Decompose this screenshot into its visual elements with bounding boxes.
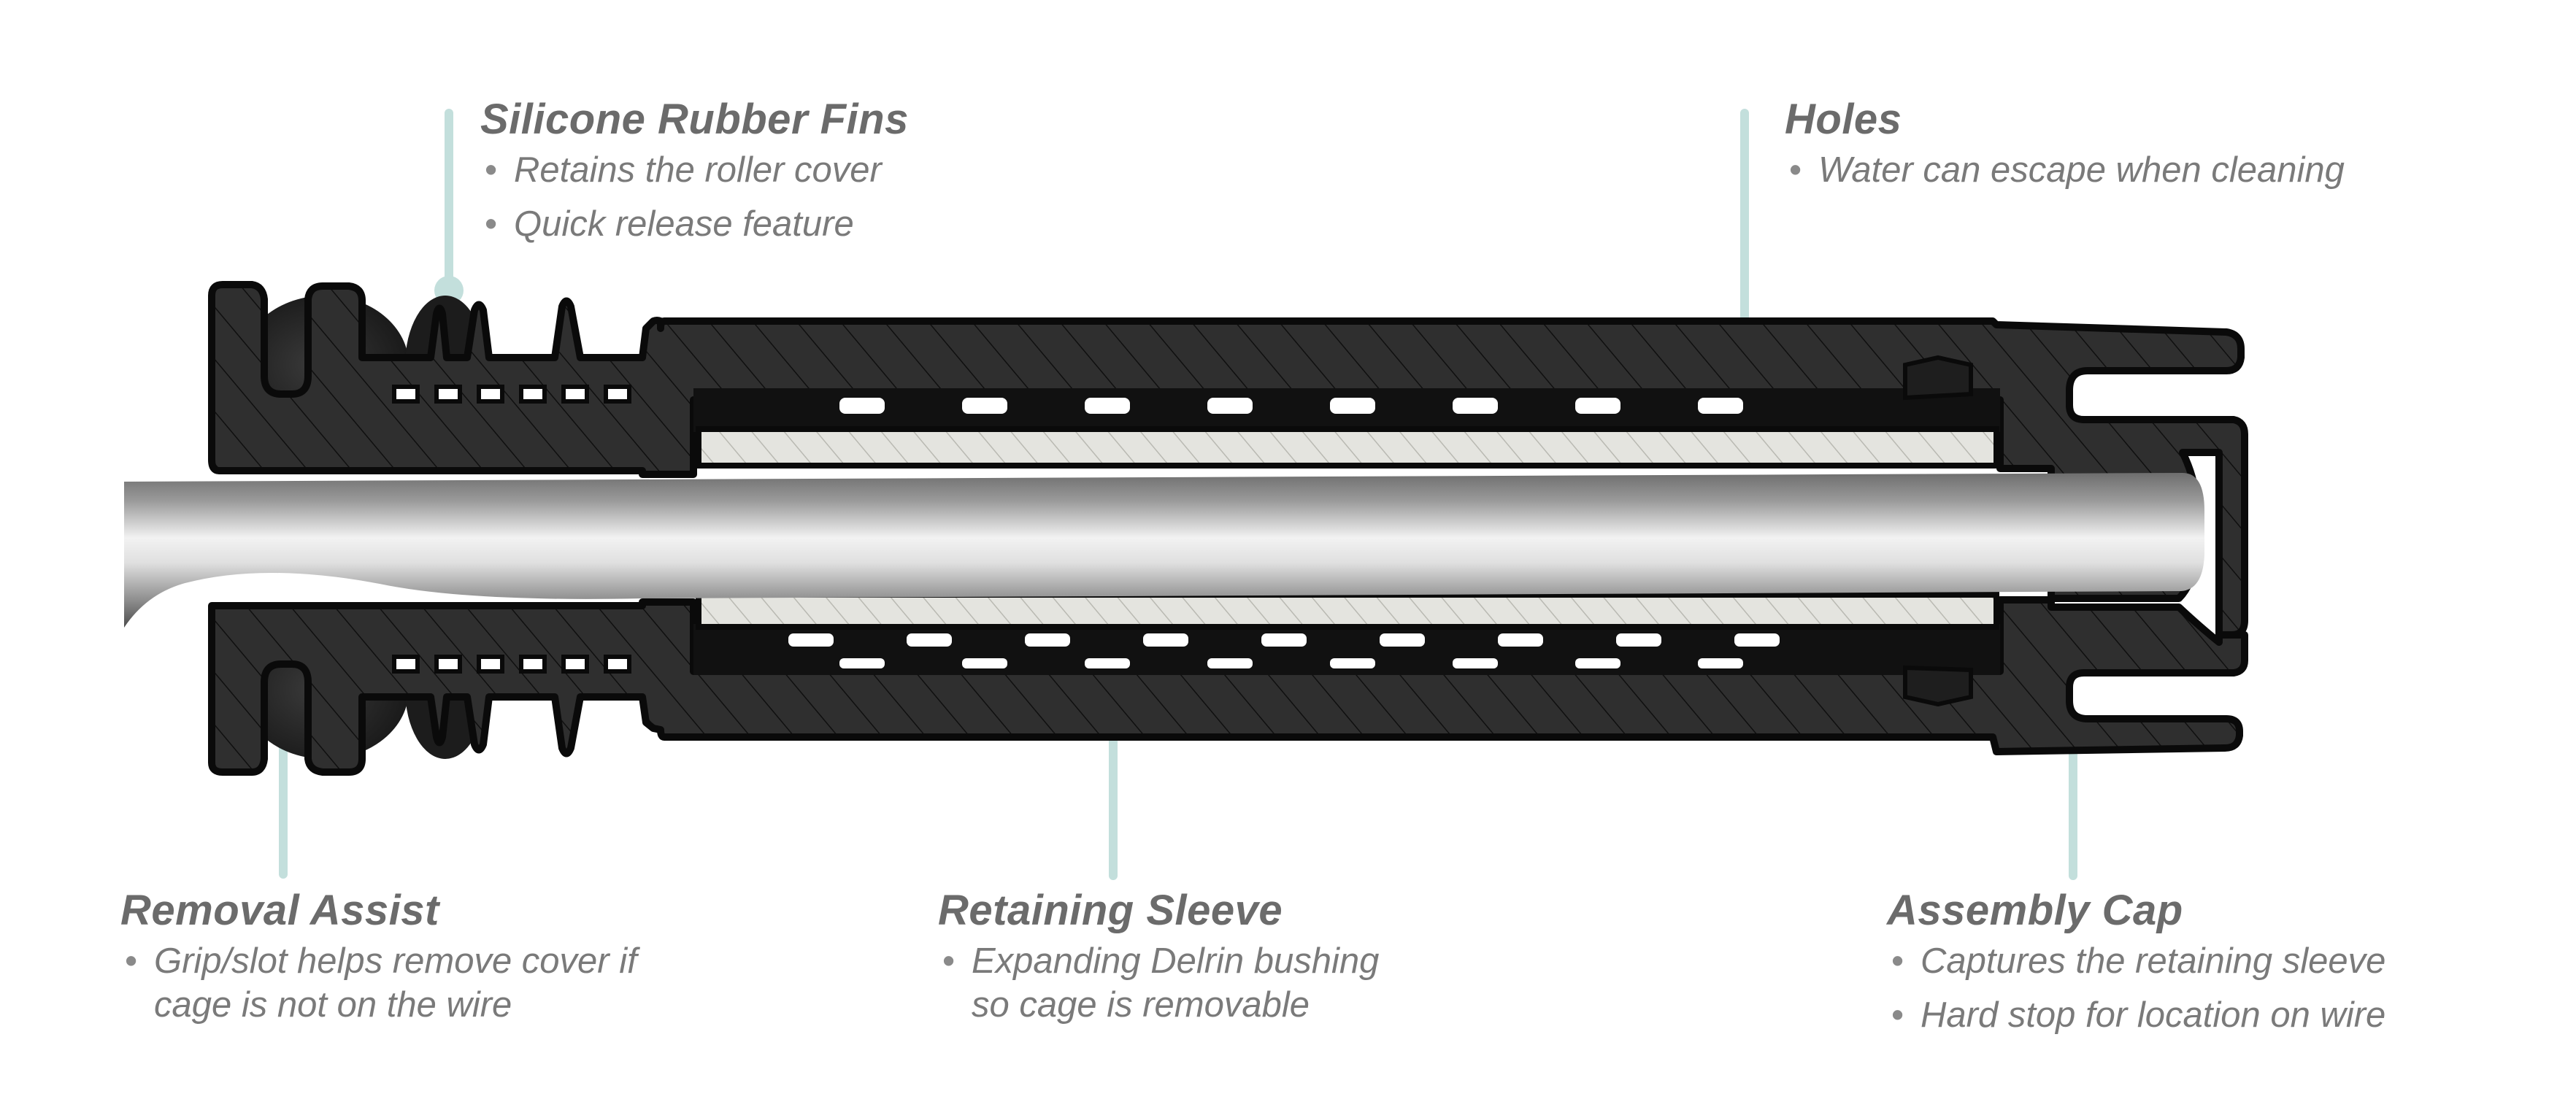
callout-list: •Retains the roller cover •Quick release… — [480, 149, 909, 247]
bullet-icon: • — [1789, 150, 1802, 190]
callout-title: Retaining Sleeve — [938, 887, 1283, 934]
list-item: •Captures the retaining sleeve — [1887, 940, 2385, 984]
cage-holes-upper — [693, 388, 2000, 432]
callout-silicone-rubber-fins: Silicone Rubber Fins •Retains the roller… — [480, 96, 909, 256]
callout-title: Removal Assist — [120, 887, 439, 934]
callout-retaining-sleeve: Retaining Sleeve •Expanding Delrin bushi… — [938, 887, 1379, 1037]
list-item: •Water can escape when cleaning — [1785, 149, 2345, 193]
sleeve-lower — [696, 592, 1999, 630]
fin-teeth — [392, 385, 631, 674]
cage-body-upper — [208, 281, 2248, 639]
bullet-icon: • — [125, 941, 138, 981]
callout-list: •Captures the retaining sleeve •Hard sto… — [1887, 940, 2385, 1038]
callout-title: Assembly Cap — [1887, 887, 2183, 934]
wire-rod — [124, 473, 2204, 628]
callout-removal-assist: Removal Assist •Grip/slot helps remove c… — [120, 887, 637, 1037]
bullet-icon: • — [485, 150, 498, 190]
sleeve-upper — [696, 426, 1999, 469]
cage-holes-lower — [693, 624, 2000, 675]
bullet-icon: • — [942, 941, 956, 981]
list-item: •Quick release feature — [480, 203, 909, 247]
cap-inserts — [1903, 355, 1973, 707]
callout-assembly-cap: Assembly Cap •Captures the retaining sle… — [1887, 887, 2385, 1047]
callout-title: Holes — [1785, 96, 1902, 143]
bullet-icon: • — [485, 204, 498, 244]
bullet-icon: • — [1891, 941, 1904, 981]
list-item: •Hard stop for location on wire — [1887, 994, 2385, 1038]
bullet-icon: • — [1891, 995, 1904, 1035]
callout-holes: Holes •Water can escape when cleaning — [1785, 96, 2345, 203]
retaining-sleeve — [696, 426, 1999, 630]
cage-body-lower — [208, 596, 2248, 776]
list-item: •Retains the roller cover — [480, 149, 909, 193]
callout-title: Silicone Rubber Fins — [480, 96, 909, 143]
callout-list: •Water can escape when cleaning — [1785, 149, 2345, 193]
